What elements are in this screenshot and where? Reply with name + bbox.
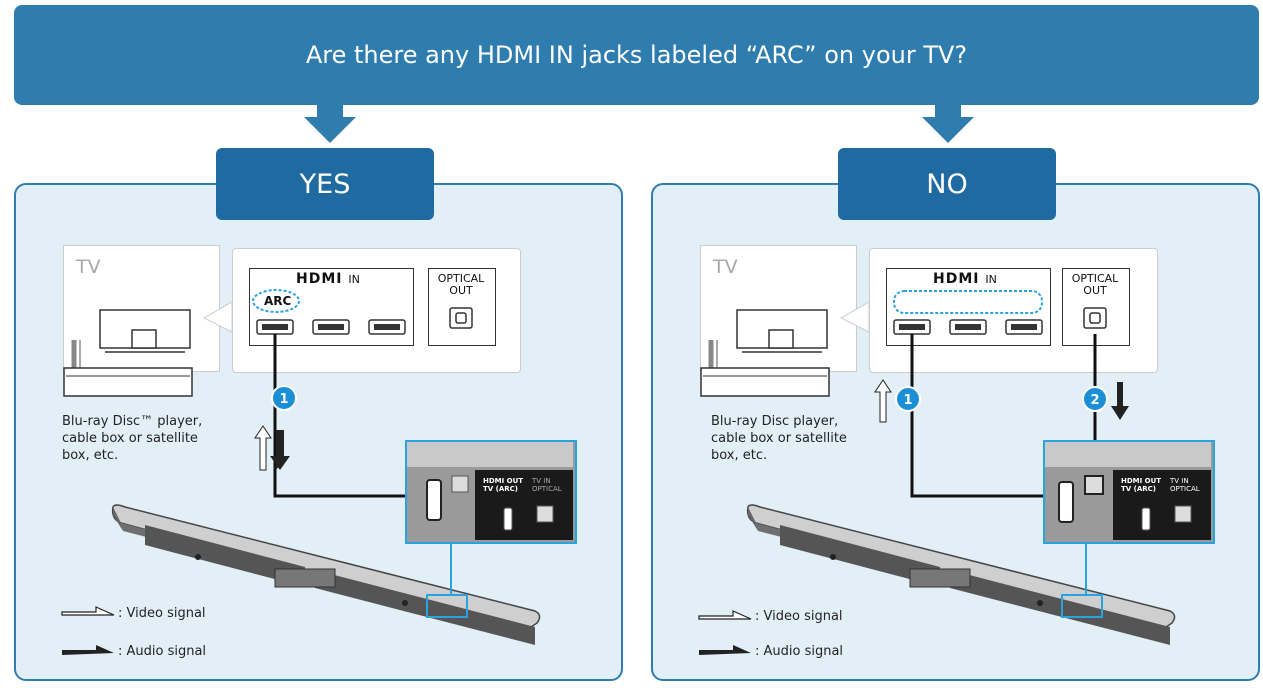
yes-tv-label: TV bbox=[76, 256, 101, 278]
yes-tv bbox=[63, 245, 220, 372]
yes-legend-audio: : Audio signal bbox=[118, 644, 207, 659]
no-step-1: 1 bbox=[903, 393, 912, 408]
yes-tv-in-label: TV IN OPTICAL bbox=[532, 477, 562, 493]
no-legend-audio: : Audio signal bbox=[755, 644, 844, 659]
no-device-caption: Blu-ray Disc player, cable box or satell… bbox=[711, 413, 847, 464]
no-tv-in-text: TV IN bbox=[1170, 477, 1189, 485]
yes-optical-bar-text: OPTICAL bbox=[532, 485, 562, 493]
no-caption-line-2: cable box or satellite bbox=[711, 431, 847, 446]
no-soundbar-jack-detail bbox=[1045, 442, 1211, 540]
no-answer-label: NO bbox=[926, 168, 968, 200]
yes-legend-video: : Video signal bbox=[118, 606, 206, 621]
yes-tv-in-text: TV IN bbox=[532, 477, 551, 485]
question-text: Are there any HDMI IN jacks labeled “ARC… bbox=[305, 41, 968, 69]
no-tv-arc-text: TV (ARC) bbox=[1121, 485, 1156, 493]
yes-soundbar-jack-detail bbox=[407, 442, 573, 540]
down-arrow-yes-icon bbox=[304, 105, 356, 143]
yes-hdmi-in-label: HDMI IN bbox=[296, 271, 360, 287]
video-arrow-icon bbox=[61, 606, 115, 616]
yes-tv-stand-and-device bbox=[63, 309, 193, 397]
no-optical-bar-text: OPTICAL bbox=[1170, 485, 1200, 493]
yes-hdmi-out-label: HDMI OUT TV (ARC) bbox=[483, 477, 523, 493]
yes-hdmi-out-text: HDMI OUT bbox=[483, 477, 524, 485]
down-arrow-no-icon bbox=[922, 105, 974, 143]
no-hdmi-in-group bbox=[886, 268, 1051, 346]
yes-caption-line-3: box, etc. bbox=[62, 448, 119, 463]
no-optical-out-label: OPTICAL OUT bbox=[1062, 273, 1128, 297]
no-tv-label: TV bbox=[713, 256, 738, 278]
no-step-2: 2 bbox=[1090, 393, 1099, 408]
yes-hdmi-text: HDMI bbox=[296, 271, 343, 287]
no-hdmi-in-label: HDMI IN bbox=[933, 271, 997, 287]
no-optical-text: OPTICAL bbox=[1071, 272, 1119, 285]
no-optical-port-icon bbox=[1083, 307, 1107, 329]
yes-device-caption: Blu-ray Disc™ player, cable box or satel… bbox=[62, 413, 202, 464]
yes-soundbar bbox=[111, 504, 541, 645]
yes-optical-port-icon bbox=[449, 307, 473, 329]
yes-optical-out-label: OPTICAL OUT bbox=[428, 273, 494, 297]
no-cables: 1 2 bbox=[874, 334, 1129, 498]
no-audio-arrow-icon bbox=[699, 645, 751, 655]
no-tv-stand-and-device bbox=[700, 309, 830, 397]
yes-in-text: IN bbox=[348, 273, 360, 286]
no-hdmi-ports bbox=[893, 290, 1043, 335]
yes-hdmi-cable: 1 bbox=[254, 334, 435, 498]
yes-answer-label: YES bbox=[299, 168, 351, 200]
audio-arrow-icon bbox=[62, 645, 114, 655]
no-hdmi-out-label: HDMI OUT TV (ARC) bbox=[1121, 477, 1161, 493]
yes-tv-arc-text: TV (ARC) bbox=[483, 485, 518, 493]
no-caption-line-3: box, etc. bbox=[711, 448, 768, 463]
question-banner: Are there any HDMI IN jacks labeled “ARC… bbox=[14, 5, 1259, 105]
yes-caption-line-1: Blu-ray Disc™ player, bbox=[62, 414, 203, 429]
yes-hdmi-ports bbox=[252, 289, 406, 335]
yes-step-1: 1 bbox=[279, 392, 288, 407]
no-video-arrow-icon bbox=[698, 610, 752, 620]
yes-hdmi-in-group bbox=[249, 268, 414, 346]
yes-out-text: OUT bbox=[449, 284, 473, 297]
no-caption-line-1: Blu-ray Disc player, bbox=[711, 414, 839, 429]
yes-answer-box: YES bbox=[216, 148, 434, 220]
no-hdmi-text: HDMI bbox=[933, 271, 980, 287]
yes-caption-line-2: cable box or satellite bbox=[62, 431, 198, 446]
yes-optical-text: OPTICAL bbox=[437, 272, 485, 285]
no-tv-in-label: TV IN OPTICAL bbox=[1170, 477, 1200, 493]
no-hdmi-out-text: HDMI OUT bbox=[1121, 477, 1162, 485]
yes-optical-out-group bbox=[428, 268, 496, 346]
no-out-text: OUT bbox=[1083, 284, 1107, 297]
no-soundbar bbox=[746, 504, 1176, 645]
no-legend-video: : Video signal bbox=[755, 609, 843, 624]
no-answer-box: NO bbox=[838, 148, 1056, 220]
no-in-text: IN bbox=[985, 273, 997, 286]
yes-arc-label: ARC bbox=[264, 294, 292, 308]
